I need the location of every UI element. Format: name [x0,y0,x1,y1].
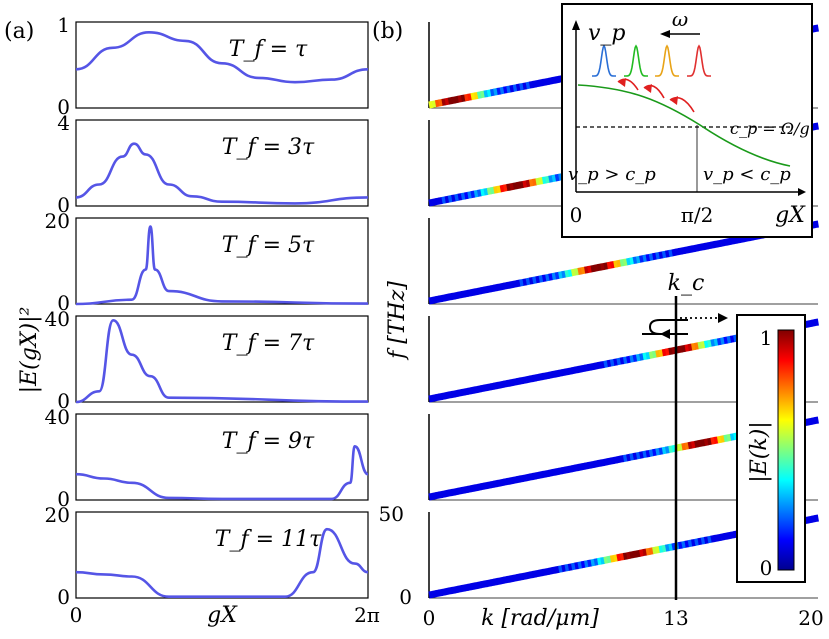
subplot-1-label: T_f = τ [229,37,308,62]
inset-red-arrows [617,78,695,113]
inset-xtick-0: 0 [570,203,583,227]
subplot-6-frame [75,511,369,599]
inset-xlabel: gX [775,203,806,228]
panel-b-xtick-0: 0 [423,606,436,630]
panel-a-ylabel: |E(gX)|² [17,307,42,394]
panel-b-ytick-0: 0 [399,585,412,609]
subplot-1-frame [75,21,369,109]
subplot-6-series [75,527,369,599]
inset-pulse-1 [592,44,616,77]
inset-ylabel: v_p [588,21,626,46]
subplot-5-label: T_f = 9τ [222,429,315,454]
panel-b-ytick-50: 50 [379,502,404,526]
panel-a-label: (a) [4,19,34,44]
inset-region-left: v_p > c_p [568,164,656,185]
kc-label: k_c [668,271,705,296]
subplot-4-frame [75,315,369,403]
subplot-1-ytick-min: 0 [57,95,70,119]
inset-pulses [592,44,711,77]
inset-pulse-3 [655,44,679,77]
inset-pulse-2 [624,44,648,77]
subplot-4-ytick-min: 0 [57,389,70,413]
subplot-6-label: T_f = 11τ [215,527,322,552]
subplot-5-frame [75,413,369,501]
subplot-2-label: T_f = 3τ [222,135,315,160]
panel-a-xtick-2pi: 2π [354,603,380,627]
subplot-6-ytick-max: 20 [45,503,70,527]
subplot-3-label: T_f = 5τ [222,233,315,258]
colorbar-min: 0 [760,556,773,580]
subplot-5-ytick-max: 40 [45,405,70,429]
subplot-1-series [75,30,369,84]
inset: ω v_p c_p = Ω/g v_p > c_p v_p < c_p 0 π/… [561,3,813,238]
subplot-2-ytick-min: 0 [57,193,70,217]
subplot-2-frame [75,119,369,207]
omega-arrow [660,30,670,38]
subplot-1-ytick-max: 1 [57,13,70,37]
inset-pulse-4 [687,44,711,77]
subplot-2-ytick-max: 4 [57,111,70,135]
subplot-4-label: T_f = 7τ [222,331,315,356]
panel-b-ylabel: f [THz] [385,281,410,361]
panel-b-xlabel: k [rad/μm] [481,606,599,631]
transmit-arrow [680,313,728,323]
panel-b-xtick-13: 13 [663,606,688,630]
inset-omega: ω [672,7,688,31]
subplot-4-ytick-max: 40 [45,307,70,331]
panel-a-xlabel: gX [207,603,238,628]
subplot-3-ytick-max: 20 [45,209,70,233]
subplot-3-series [75,225,369,306]
panel-a-xtick-0: 0 [70,603,83,627]
inset-xtick-pi2: π/2 [681,203,714,227]
inset-region-right: v_p < c_p [703,164,791,185]
reflect-arrow [642,319,688,339]
inset-vp-curve [577,84,791,167]
subplot-2-series [75,142,369,205]
inset-red-arrow-3 [669,96,695,113]
colorbar-gradient [777,329,795,571]
inset-red-arrow-1 [617,78,639,91]
colorbar-label: |E(k)| [747,421,772,482]
panel-b-xtick-20: 20 [798,606,823,630]
subplot-5-series [75,444,369,501]
subplot-5-ytick-min: 0 [57,487,70,511]
colorbar-max: 1 [760,326,773,350]
inset-cp-label: c_p = Ω/g [730,119,810,138]
inset-red-arrow-2 [643,84,665,99]
subplot-3-ytick-min: 0 [57,291,70,315]
subplot-3-frame [75,217,369,305]
subplot-4-series [75,318,369,404]
colorbar: 1 0 |E(k)| [736,314,806,583]
panel-b-label: (b) [372,19,403,44]
subplot-6-ytick-min: 0 [57,585,70,609]
